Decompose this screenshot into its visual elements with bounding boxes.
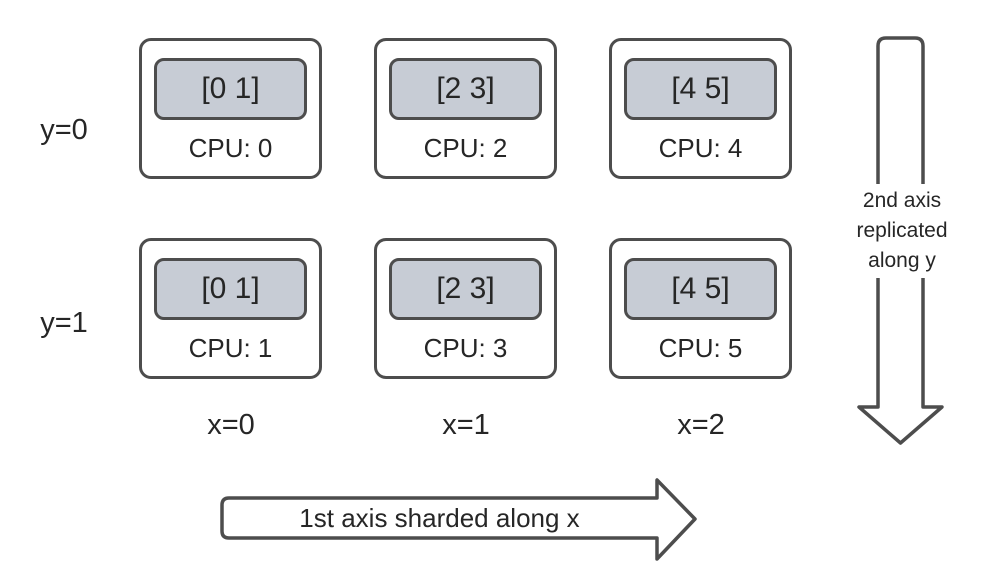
shard-chip: [2 3] [389, 58, 542, 120]
device-box-cpu3: [2 3] CPU: 3 [374, 238, 557, 379]
device-box-cpu4: [4 5] CPU: 4 [609, 38, 792, 179]
row-label-y0: y=0 [40, 114, 88, 146]
vertical-arrow-label-line: 2nd axis [862, 189, 942, 212]
vertical-arrow-label-line: along y [868, 249, 936, 272]
col-label-x2: x=2 [677, 409, 725, 441]
device-box-cpu0: [0 1] CPU: 0 [139, 38, 322, 179]
cpu-label: CPU: 1 [188, 332, 273, 363]
right-arrow-icon [220, 478, 697, 561]
shard-chip: [4 5] [624, 258, 777, 320]
col-label-x0: x=0 [207, 409, 255, 441]
cpu-label: CPU: 2 [423, 132, 508, 163]
shard-chip: [4 5] [624, 58, 777, 120]
vertical-arrow-label: 2nd axis replicated along y [832, 184, 972, 278]
shard-value: [4 5] [671, 272, 730, 305]
vertical-arrow-label-line: replicated [856, 219, 948, 242]
shard-value: [2 3] [436, 72, 495, 105]
shard-value: [4 5] [671, 72, 730, 105]
cpu-label: CPU: 0 [188, 132, 273, 163]
cpu-label: CPU: 3 [423, 332, 508, 363]
shard-value: [0 1] [201, 72, 260, 105]
shard-value: [2 3] [436, 272, 495, 305]
shard-value: [0 1] [201, 272, 260, 305]
shard-chip: [0 1] [154, 58, 307, 120]
row-label-y1: y=1 [40, 307, 88, 339]
device-box-cpu1: [0 1] CPU: 1 [139, 238, 322, 379]
device-box-cpu5: [4 5] CPU: 5 [609, 238, 792, 379]
col-label-x1: x=1 [442, 409, 490, 441]
cpu-label: CPU: 5 [658, 332, 743, 363]
horizontal-arrow-label: 1st axis sharded along x [299, 502, 580, 533]
shard-chip: [0 1] [154, 258, 307, 320]
device-box-cpu2: [2 3] CPU: 2 [374, 38, 557, 179]
cpu-label: CPU: 4 [658, 132, 743, 163]
shard-chip: [2 3] [389, 258, 542, 320]
